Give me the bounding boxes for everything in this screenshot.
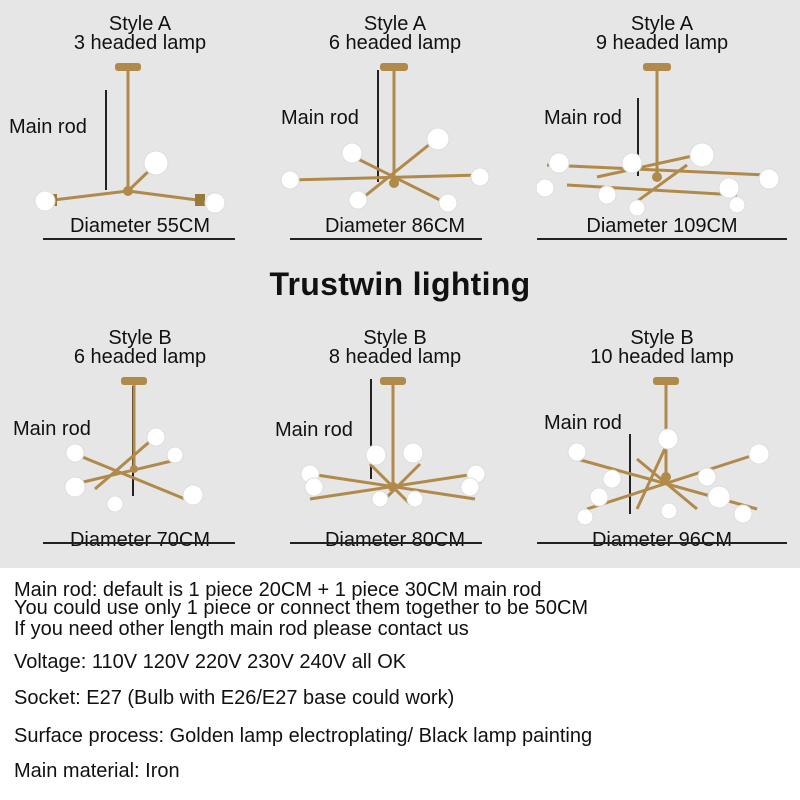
diameter-underline: [537, 542, 787, 544]
product-panel: Style A 3 headed lamp Main rod Diameter …: [0, 0, 800, 568]
rod-measure-line: [637, 98, 639, 176]
spec-main-material: Main material: Iron: [14, 760, 180, 782]
diameter-label: Diameter 80CM: [324, 529, 466, 551]
chandelier-b10-image: [567, 377, 770, 526]
chandelier-b6-image: [64, 377, 204, 513]
chandelier-b8-image: [300, 377, 486, 508]
lamp-count-label: 3 headed lamp: [73, 32, 207, 54]
main-rod-label: Main rod: [275, 419, 353, 441]
lamp-count-label: 6 headed lamp: [73, 346, 207, 368]
product-card-a9: Style A 9 headed lamp Main rod Diameter …: [537, 0, 787, 250]
spec-socket: Socket: E27 (Bulb with E26/E27 base coul…: [14, 687, 455, 709]
brand-title: Trustwin lighting: [269, 266, 531, 302]
product-card-a3: Style A 3 headed lamp Main rod Diameter …: [9, 0, 265, 250]
product-card-a6: Style A 6 headed lamp Main rod Diameter …: [270, 0, 520, 250]
spec-main-rod-line-1: Main rod: default is 1 piece 20CM + 1 pi…: [14, 579, 542, 601]
lamp-count-label: 10 headed lamp: [590, 346, 734, 368]
diameter-underline: [537, 238, 787, 240]
rod-measure-line: [105, 90, 107, 190]
style-label: Style A: [363, 13, 427, 35]
main-rod-label: Main rod: [281, 107, 359, 129]
spec-main-rod-line-2: You could use only 1 piece or connect th…: [14, 597, 589, 619]
diameter-label: Diameter 86CM: [324, 215, 466, 237]
main-rod-label: Main rod: [13, 418, 91, 440]
spec-main-rod-line-3: If you need other length main rod please…: [14, 618, 469, 640]
diameter-label: Diameter 70CM: [69, 529, 211, 551]
style-label: Style B: [363, 327, 427, 349]
product-card-b10: Style B 10 headed lamp Main rod Diameter…: [537, 314, 787, 564]
style-label: Style B: [630, 327, 694, 349]
chandelier-6-image: [280, 63, 490, 213]
diameter-underline: [290, 542, 482, 544]
rod-measure-line: [377, 70, 379, 182]
diameter-label: Diameter 55CM: [69, 215, 211, 237]
diameter-label: Diameter 109CM: [586, 215, 738, 237]
product-card-b8: Style B 8 headed lamp Main rod Diameter …: [270, 314, 520, 564]
diameter-underline: [43, 542, 235, 544]
diameter-underline: [43, 238, 235, 240]
style-label: Style A: [630, 13, 694, 35]
diameter-label: Diameter 96CM: [591, 529, 733, 551]
diameter-underline: [290, 238, 482, 240]
spec-voltage: Voltage: 110V 120V 220V 230V 240V all OK: [14, 651, 407, 673]
lamp-count-label: 9 headed lamp: [595, 32, 729, 54]
chandelier-9-image: [537, 63, 780, 215]
rod-measure-line: [370, 379, 372, 479]
chandelier-3-image: [34, 63, 226, 214]
main-rod-label: Main rod: [9, 116, 87, 138]
style-label: Style B: [108, 327, 172, 349]
lamp-count-label: 8 headed lamp: [328, 346, 462, 368]
main-rod-label: Main rod: [544, 107, 622, 129]
lamp-count-label: 6 headed lamp: [328, 32, 462, 54]
spec-surface-process: Surface process: Golden lamp electroplat…: [14, 725, 593, 747]
product-card-b6: Style B 6 headed lamp Main rod Diameter …: [13, 314, 265, 564]
style-label: Style A: [108, 13, 172, 35]
main-rod-label: Main rod: [544, 412, 622, 434]
